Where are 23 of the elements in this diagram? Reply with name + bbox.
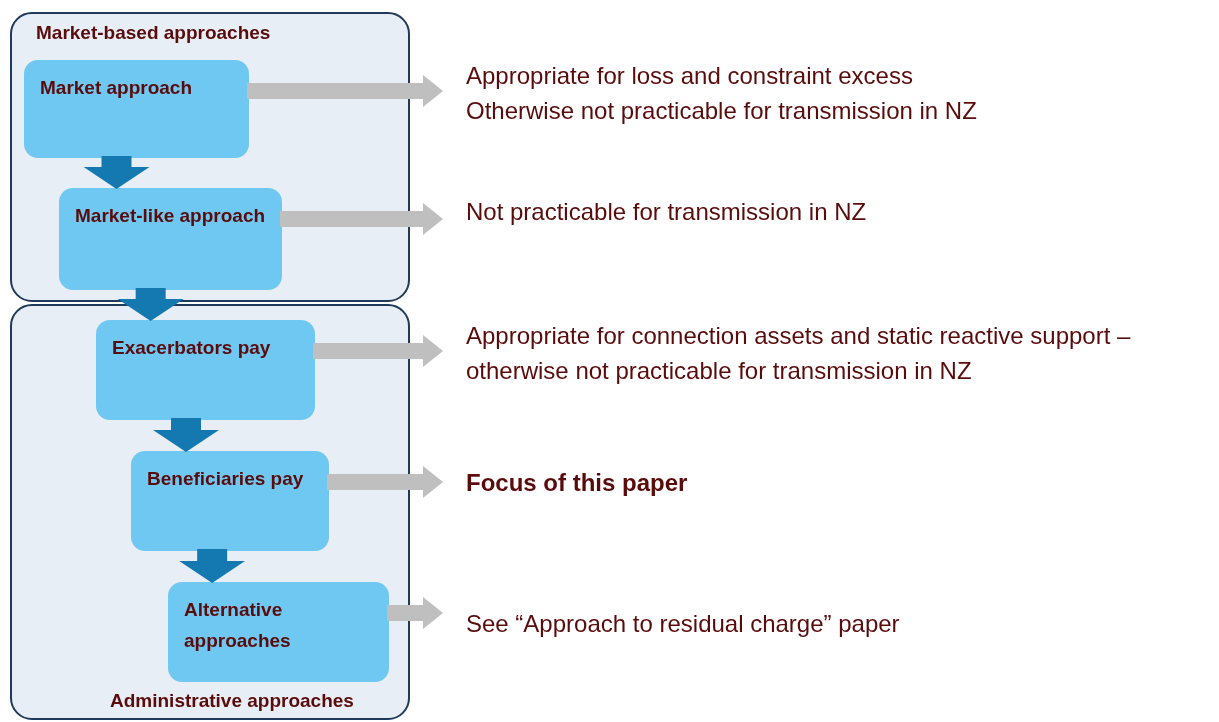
group-panel [10,304,410,720]
group-heading: Administrative approaches [110,690,354,712]
outcome-text: Not practicable for transmission in NZ [443,194,1143,234]
group-panel [10,12,410,302]
block-arrow [179,549,246,583]
process-box: Beneficiaries pay [131,451,329,551]
outcome-text: See “Approach to residual charge” paper [443,606,1143,646]
block-arrow [247,75,443,107]
block-arrow [83,156,150,189]
block-arrow [153,418,219,452]
process-box: Exacerbators pay [96,320,315,420]
outcome-text: Appropriate for connection assets and static reactive support – otherwise not practicable for transmission in NZ [443,318,1219,388]
block-arrow [280,203,443,235]
block-arrow [327,466,443,498]
block-arrow [387,597,443,629]
process-box: Alternative approaches [168,582,389,682]
block-arrow [313,335,443,367]
block-arrow [117,288,184,321]
process-box: Market approach [24,60,249,158]
process-box: Market-like approach [59,188,282,290]
outcome-text: Focus of this paper [443,465,1143,505]
group-heading: Market-based approaches [36,22,271,44]
outcome-text: Appropriate for loss and constraint excess Otherwise not practicable for transmission in NZ [443,58,1143,128]
